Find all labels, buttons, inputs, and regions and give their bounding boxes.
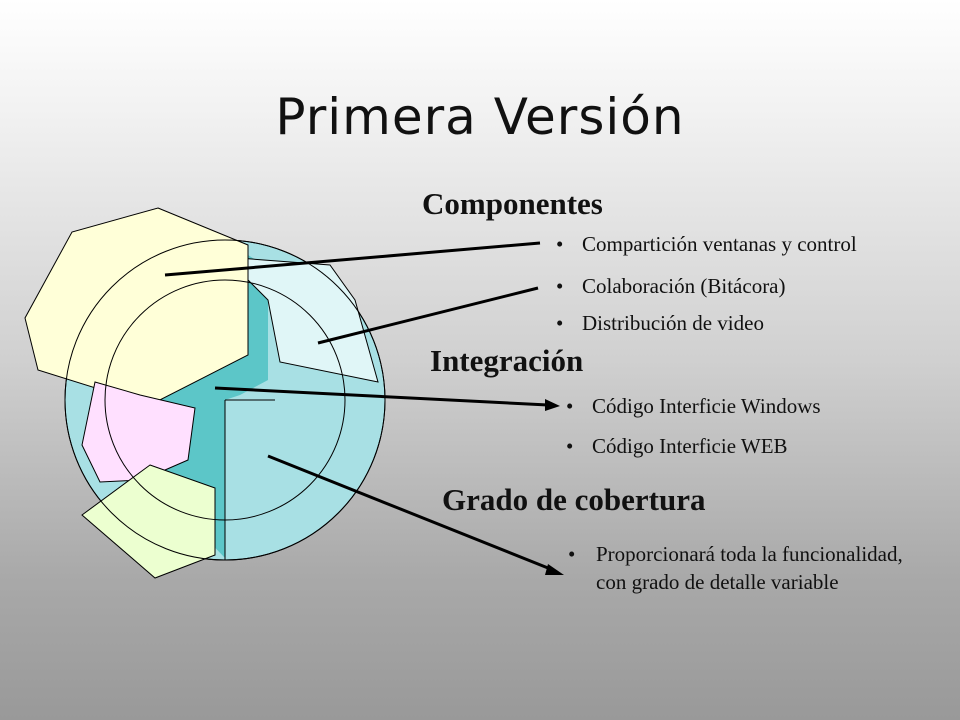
arrow-line-integracion: [214, 386, 549, 407]
heading-cobertura: Grado de cobertura: [442, 482, 706, 517]
inner-ring: [104, 279, 346, 521]
arrow-line-colaboracion: [317, 286, 539, 345]
arrow-head-cobertura: [545, 564, 564, 575]
list-item: • Proporcionará toda la funcionalidad, co…: [568, 540, 913, 596]
list-item-text: Distribución de video: [582, 311, 764, 335]
list-item: • Compartición ventanas y control: [556, 232, 956, 274]
list-item: • Código Interficie Windows: [566, 394, 946, 434]
page-title: Primera Versión: [275, 88, 685, 146]
bullet-icon: •: [556, 232, 564, 256]
heading-componentes: Componentes: [422, 186, 603, 221]
arrow-line-cobertura: [267, 454, 554, 572]
integracion-list: • Código Interficie Windows • Código Inter…: [566, 394, 946, 459]
cobertura-list: • Proporcionará toda la funcionalidad, co…: [568, 540, 913, 596]
bullet-icon: •: [566, 394, 574, 418]
bullet-icon: •: [568, 542, 576, 566]
list-item: • Distribución de video: [556, 311, 956, 336]
componentes-list: • Compartición ventanas y control • Colabo…: [556, 232, 956, 336]
green-shape: [81, 464, 216, 579]
list-item-text: Código Interficie WEB: [592, 434, 788, 458]
list-item-text: Proporcionará toda la funcionalidad, con…: [596, 542, 903, 594]
middle-ring: [64, 239, 386, 561]
list-item-text: Colaboración (Bitácora): [582, 274, 786, 298]
arrow-line-componentes: [164, 241, 541, 277]
heading-integracion: Integración: [430, 343, 584, 378]
list-item-text: Compartición ventanas y control: [582, 232, 857, 256]
list-item: • Código Interficie WEB: [566, 434, 946, 459]
list-item-text: Código Interficie Windows: [592, 394, 821, 418]
bullet-icon: •: [556, 311, 564, 335]
bullet-icon: •: [566, 434, 574, 458]
list-item: • Colaboración (Bitácora): [556, 274, 956, 311]
arrow-head-integracion: [545, 399, 560, 411]
bullet-icon: •: [556, 274, 564, 298]
